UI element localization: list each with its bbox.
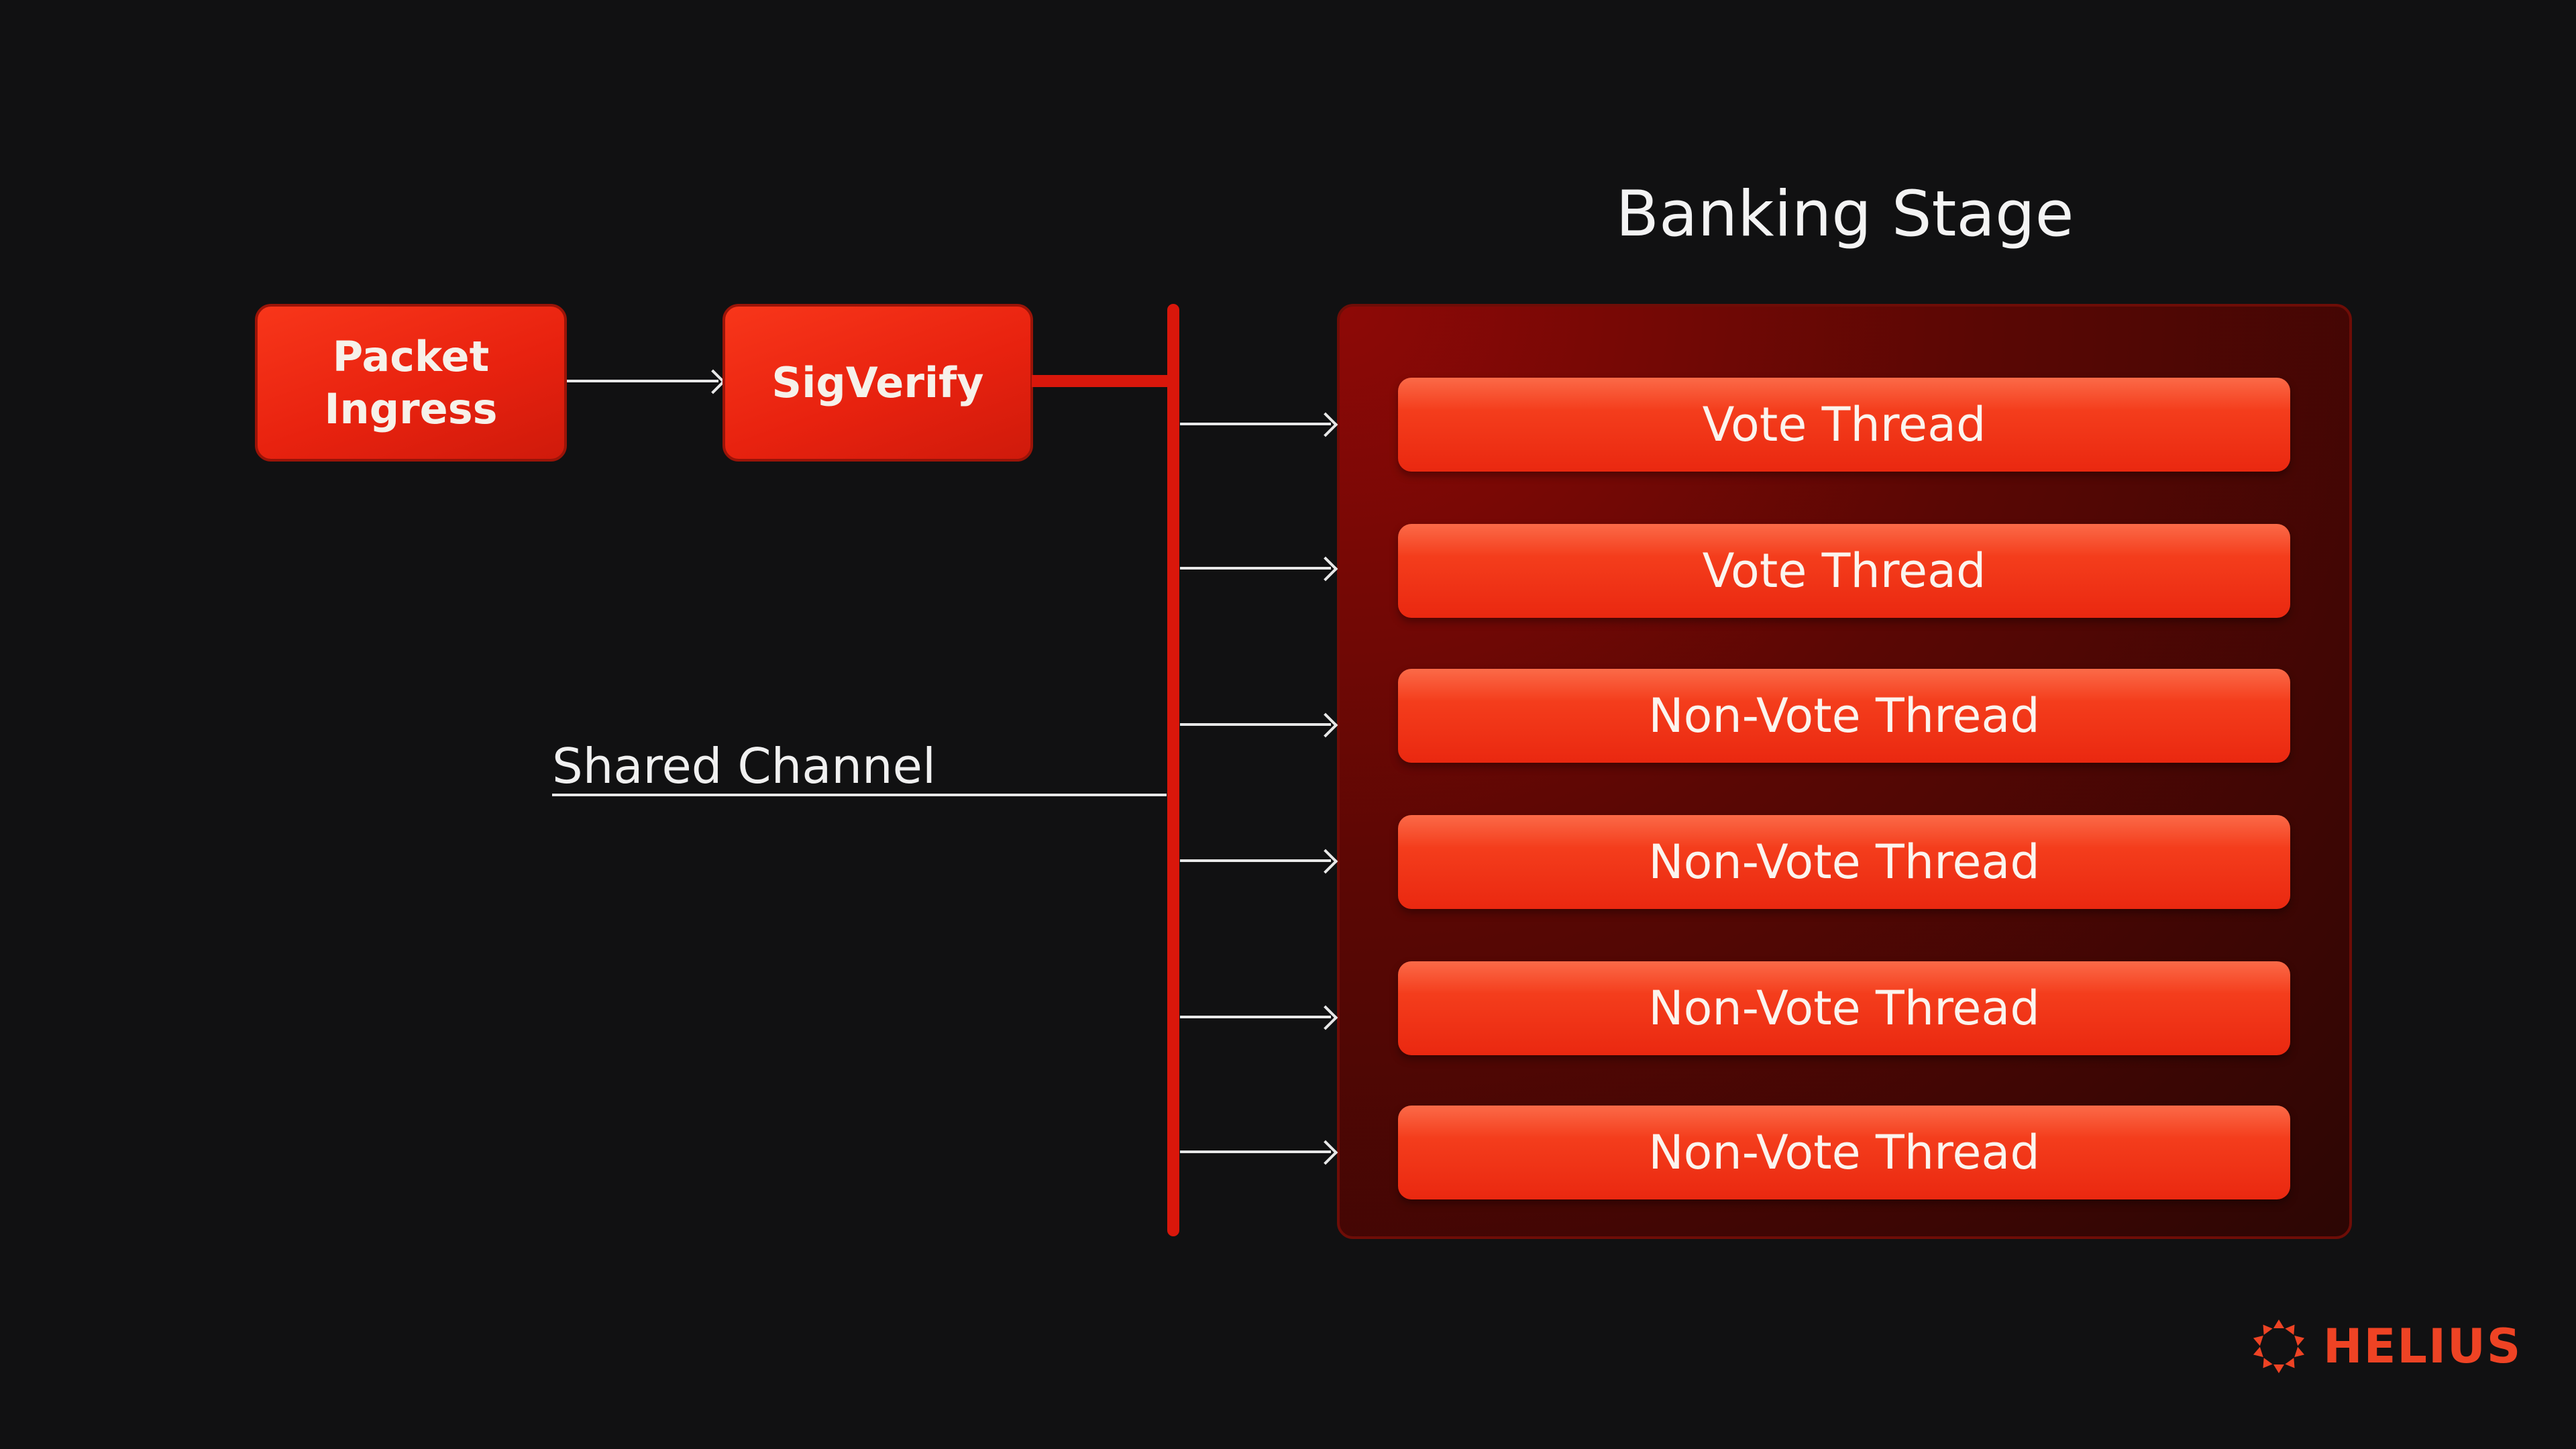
arrowhead-icon	[1313, 412, 1338, 437]
arrow-to-thread-1	[1180, 423, 1331, 425]
arrowhead-icon	[1313, 849, 1338, 874]
sigverify-connector	[1032, 375, 1174, 387]
packet-ingress-node: Packet Ingress	[255, 304, 567, 462]
shared-channel-label: Shared Channel	[552, 738, 936, 794]
thread-3: Non-Vote Thread	[1398, 669, 2290, 763]
arrow-to-thread-3	[1180, 723, 1331, 726]
banking-stage-title: Banking Stage	[1615, 178, 2074, 251]
helius-sun-icon	[2253, 1320, 2305, 1373]
arrow-to-thread-2	[1180, 567, 1331, 570]
arrow-to-thread-6	[1180, 1150, 1331, 1153]
arrowhead-icon	[1313, 1140, 1338, 1165]
thread-2: Vote Thread	[1398, 524, 2290, 618]
helius-logo: HELIUS	[2251, 1318, 2522, 1375]
arrowhead-icon	[700, 369, 726, 394]
arrowhead-icon	[1313, 1005, 1338, 1030]
thread-4: Non-Vote Thread	[1398, 815, 2290, 909]
helius-wordmark: HELIUS	[2323, 1319, 2522, 1374]
arrow-packet-to-sigverify	[567, 380, 718, 382]
thread-1: Vote Thread	[1398, 378, 2290, 472]
shared-channel-underline	[552, 794, 1167, 796]
arrowhead-icon	[1313, 712, 1338, 738]
arrowhead-icon	[1313, 556, 1338, 582]
arrow-to-thread-4	[1180, 859, 1331, 862]
thread-5: Non-Vote Thread	[1398, 961, 2290, 1055]
shared-channel-bus	[1167, 304, 1179, 1236]
arrow-to-thread-5	[1180, 1016, 1331, 1018]
thread-6: Non-Vote Thread	[1398, 1106, 2290, 1199]
sigverify-node: SigVerify	[722, 304, 1033, 462]
